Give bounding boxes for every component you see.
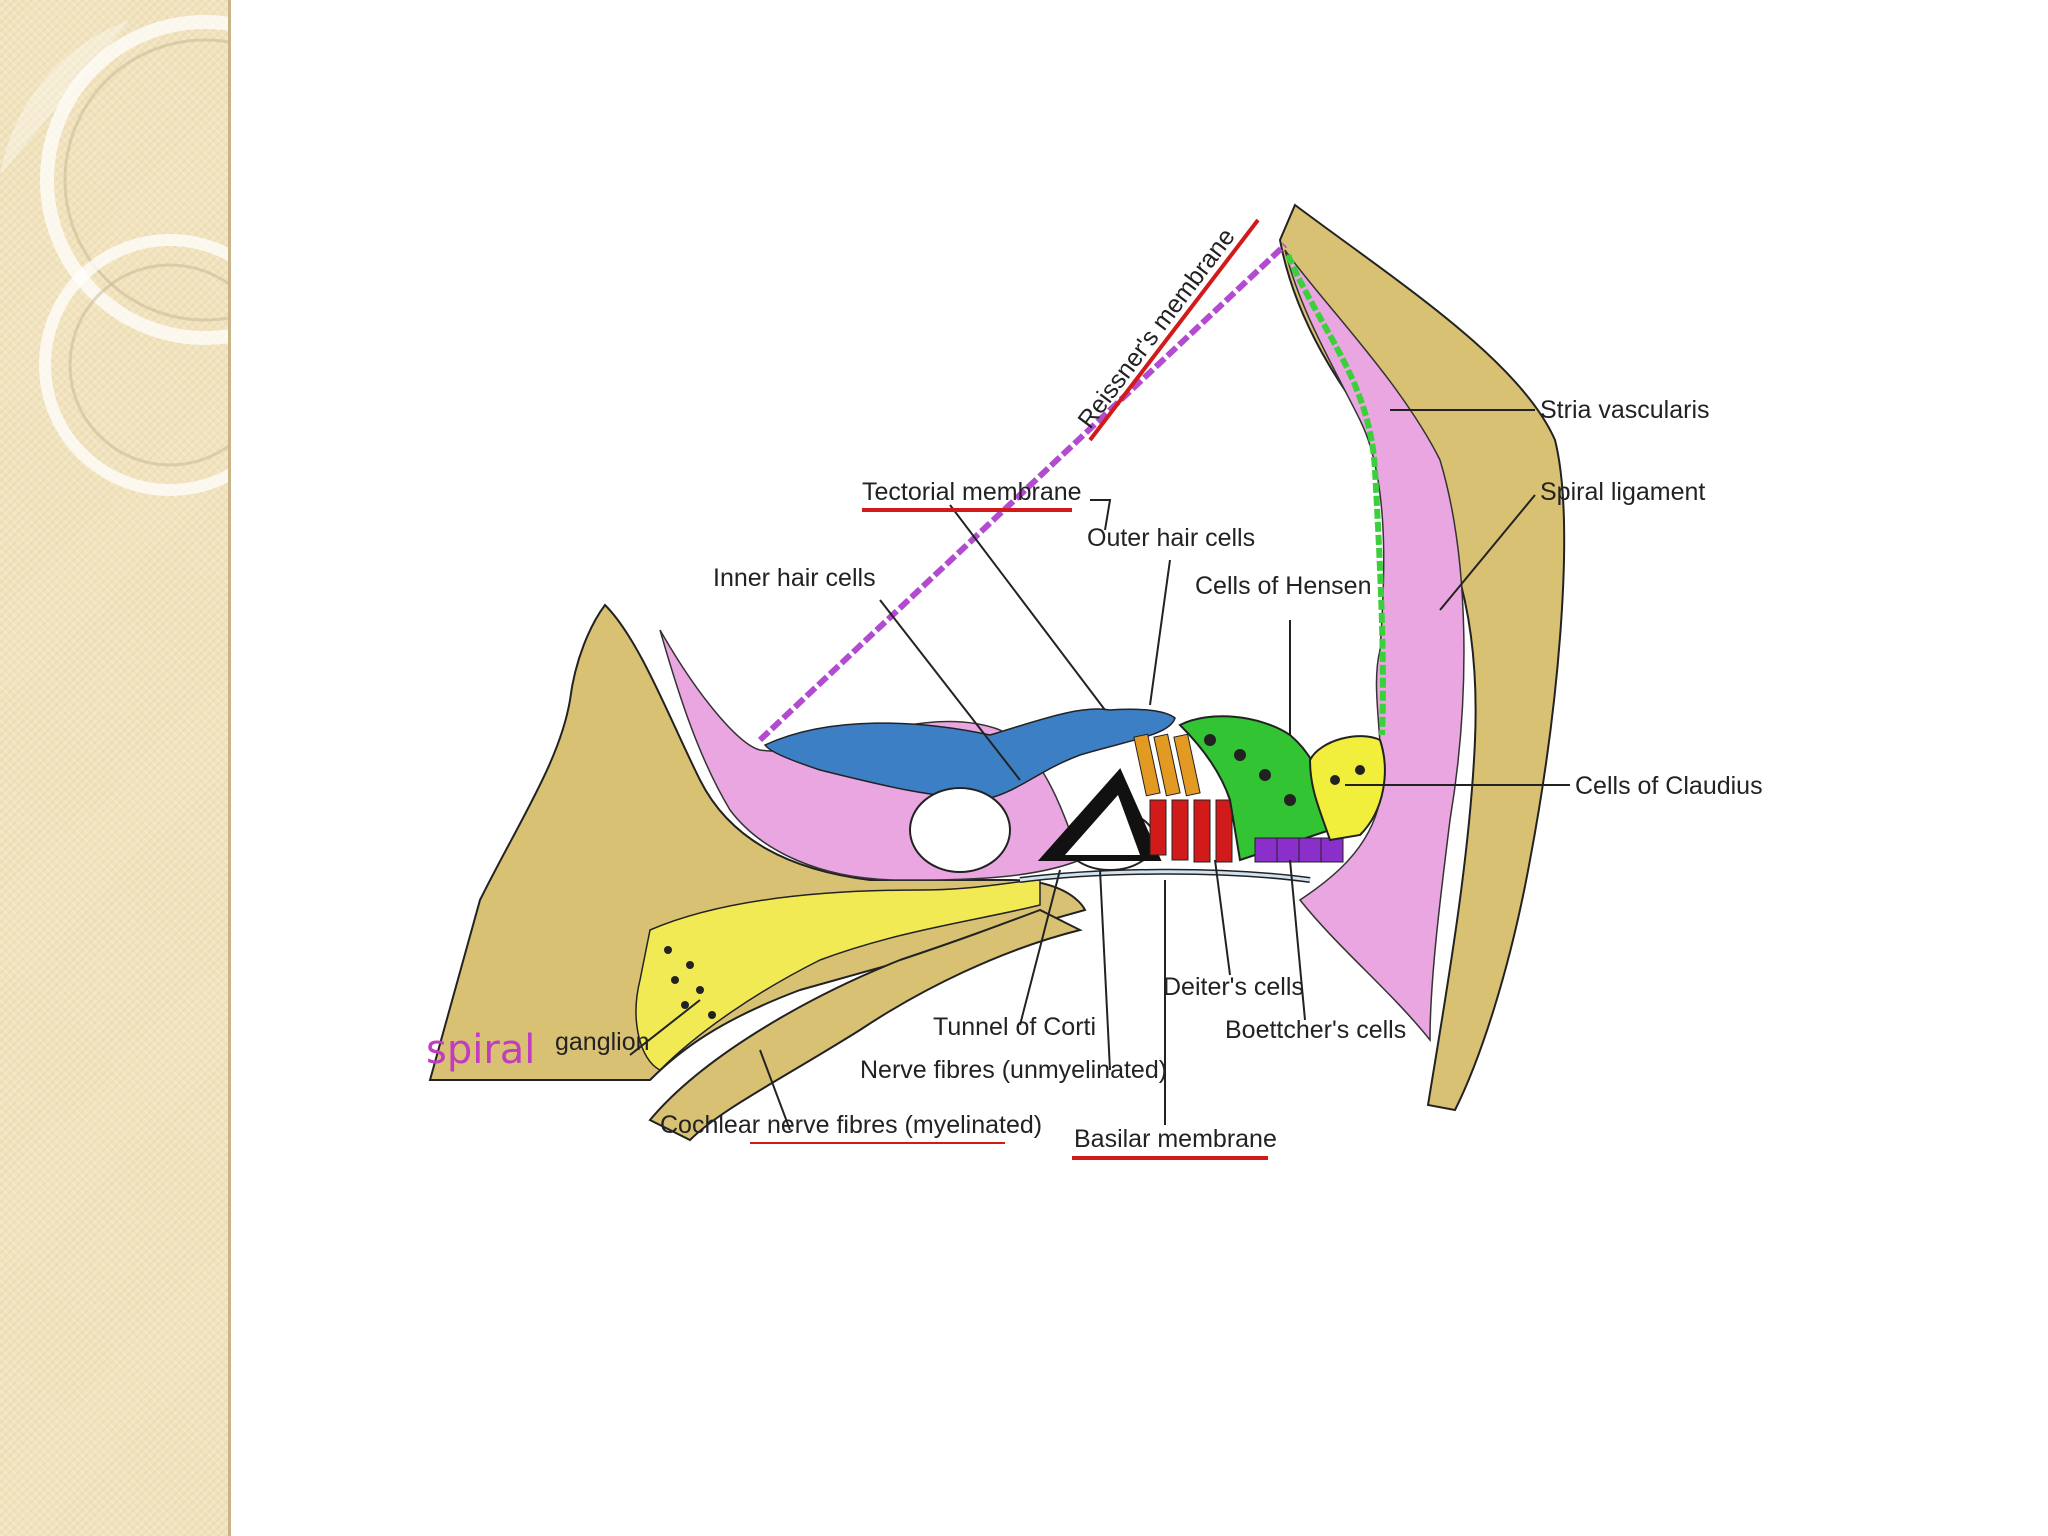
deiters-cells: [1149, 799, 1233, 863]
spiral-ligament-tissue: [1284, 249, 1465, 1043]
label-ganglion: ganglion: [555, 1028, 650, 1056]
label-cells-of-claudius: Cells of Claudius: [1575, 772, 1763, 800]
decorative-sidebar: [0, 0, 231, 1536]
label-reissners-membrane: Reissner's membrane: [1072, 223, 1240, 433]
label-stria-vascularis: Stria vascularis: [1540, 396, 1710, 424]
spiral-limbus-bone: [428, 603, 1087, 1081]
bony-wall-lower: [648, 908, 1083, 1142]
label-tunnel-of-corti: Tunnel of Corti: [933, 1013, 1096, 1041]
label-nerve-fibres-unmyelinated: Nerve fibres (unmyelinated): [860, 1056, 1167, 1084]
outer-hair-cells: [1133, 733, 1201, 797]
leader-lines: [629, 409, 1570, 1131]
tectorial-membrane: [763, 708, 1176, 799]
decorative-rings: [0, 15, 228, 496]
boettchers-cells: [1254, 837, 1344, 863]
label-basilar-membrane: Basilar membrane: [1074, 1125, 1277, 1153]
label-outer-hair-cells: Outer hair cells: [1087, 524, 1255, 552]
label-spiral-ligament: Spiral ligament: [1540, 478, 1705, 506]
claudius-cells: [1308, 735, 1386, 842]
label-deiters-cells: Deiter's cells: [1163, 973, 1304, 1001]
underline-reissner: [1088, 218, 1260, 442]
label-inner-hair-cells: Inner hair cells: [713, 564, 876, 592]
label-boettchers-cells: Boettcher's cells: [1225, 1016, 1406, 1044]
reissners-membrane: [757, 242, 1288, 743]
label-cells-of-hensen: Cells of Hensen: [1195, 572, 1371, 600]
label-spiral: spiral: [426, 1027, 535, 1073]
cochlear-nerve-bundle: [635, 879, 1041, 1071]
stria-vascularis: [1285, 253, 1386, 736]
label-tectorial-membrane: Tectorial membrane: [862, 478, 1082, 506]
spiral-ganglion-cells: [664, 946, 716, 1019]
label-cochlear-nerve-fibres: Cochlear nerve fibres (myelinated): [660, 1111, 1042, 1139]
